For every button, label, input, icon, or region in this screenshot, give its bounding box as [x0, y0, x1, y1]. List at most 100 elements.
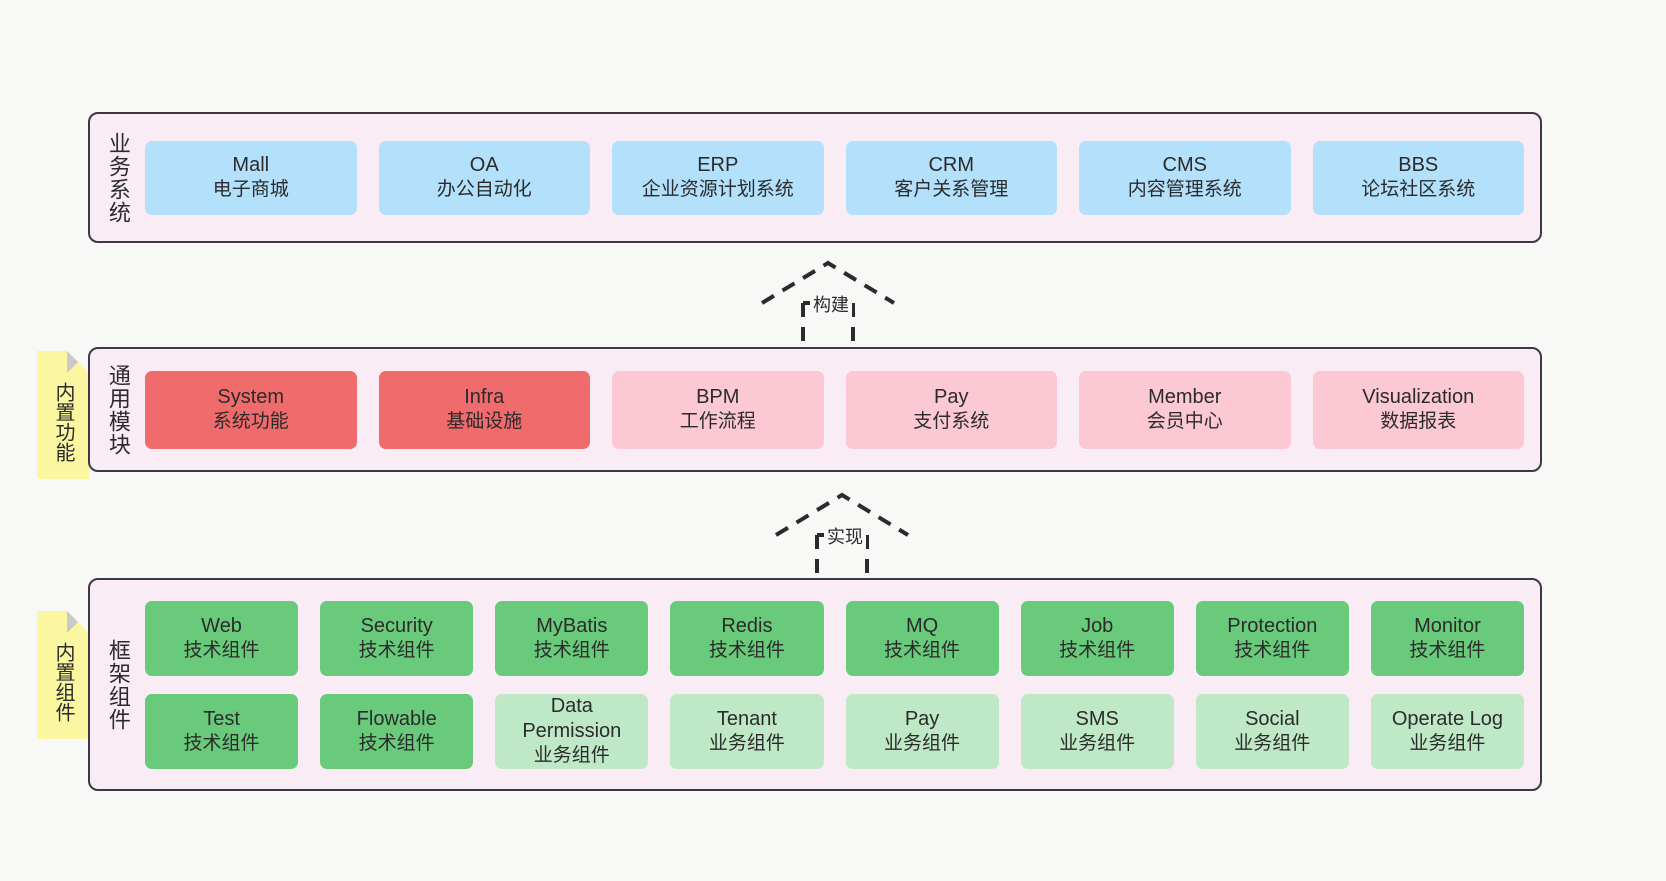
- layer-business-title: 业务系统: [90, 114, 145, 241]
- box-title: Data Permission: [522, 695, 622, 743]
- box-title: Mall: [232, 154, 270, 177]
- box-subtitle: 办公自动化: [436, 179, 532, 201]
- box-subtitle: 技术组件: [884, 639, 961, 661]
- box-subtitle: 技术组件: [358, 639, 435, 661]
- implement-arrow: 实现: [766, 487, 926, 579]
- implement-arrow-label: 实现: [824, 523, 866, 549]
- note-builtin-functions-label: 内置功能: [52, 382, 74, 462]
- box-subtitle: 业务组件: [884, 732, 961, 754]
- box-title: Infra: [464, 386, 505, 409]
- box-title: System: [217, 386, 285, 409]
- box-subtitle: 内容管理系统: [1127, 179, 1242, 201]
- build-arrow-label: 构建: [810, 291, 852, 317]
- box-title: Test: [203, 707, 240, 730]
- build-arrow-shape: [760, 260, 896, 347]
- box-title: Pay: [934, 386, 969, 409]
- box-title: MQ: [905, 614, 939, 637]
- box-title: CRM: [928, 154, 975, 177]
- build-arrow: 构建: [752, 255, 912, 347]
- box-subtitle: 技术组件: [183, 732, 260, 754]
- box-subtitle: 技术组件: [533, 639, 610, 661]
- box-subtitle: 业务组件: [1409, 732, 1486, 754]
- box-title: Redis: [721, 614, 773, 637]
- box-title: Security: [360, 614, 433, 637]
- layer-business-title-text: 业务系统: [105, 131, 131, 224]
- box-subtitle: 业务组件: [708, 732, 785, 754]
- box-subtitle: 客户关系管理: [894, 179, 1009, 201]
- box-subtitle: 系统功能: [212, 411, 289, 433]
- box-subtitle: 技术组件: [708, 639, 785, 661]
- box-subtitle: 技术组件: [1059, 639, 1136, 661]
- box-title: BPM: [696, 386, 740, 409]
- box-title: Flowable: [356, 707, 437, 730]
- layer-framework-title-text: 框架组件: [105, 638, 131, 731]
- note-builtin-components-label: 内置组件: [52, 642, 74, 722]
- box-title: Protection: [1227, 614, 1318, 637]
- box-title: ERP: [697, 154, 739, 177]
- box-subtitle: 技术组件: [1234, 639, 1311, 661]
- box-title: Pay: [904, 707, 940, 730]
- box-subtitle: 技术组件: [1409, 639, 1486, 661]
- layer-common-title: 通用模块: [90, 349, 145, 470]
- box-title: Visualization: [1362, 386, 1475, 409]
- layer-framework-title: 框架组件: [90, 580, 145, 789]
- box-title: Operate Log: [1391, 707, 1504, 730]
- note-builtin-functions: 内置功能: [37, 351, 89, 479]
- box-subtitle: 业务组件: [1234, 732, 1311, 754]
- box-title: BBS: [1398, 154, 1439, 177]
- box-subtitle: 论坛社区系统: [1361, 179, 1476, 201]
- box-subtitle: 企业资源计划系统: [641, 179, 794, 201]
- box-subtitle: 支付系统: [913, 411, 990, 433]
- box-title: OA: [469, 154, 499, 177]
- box-title: Job: [1081, 614, 1114, 637]
- box-subtitle: 基础设施: [446, 411, 523, 433]
- box-title: Tenant: [716, 707, 777, 730]
- implement-arrow-shape: [774, 492, 910, 579]
- box-title: Monitor: [1414, 614, 1481, 637]
- note-builtin-components: 内置组件: [37, 611, 89, 739]
- box-subtitle: 工作流程: [679, 411, 756, 433]
- box-subtitle: 数据报表: [1380, 411, 1457, 433]
- box-subtitle: 电子商城: [212, 179, 289, 201]
- box-subtitle: 技术组件: [358, 732, 435, 754]
- box-title: Web: [201, 614, 242, 637]
- box-title: SMS: [1075, 707, 1119, 730]
